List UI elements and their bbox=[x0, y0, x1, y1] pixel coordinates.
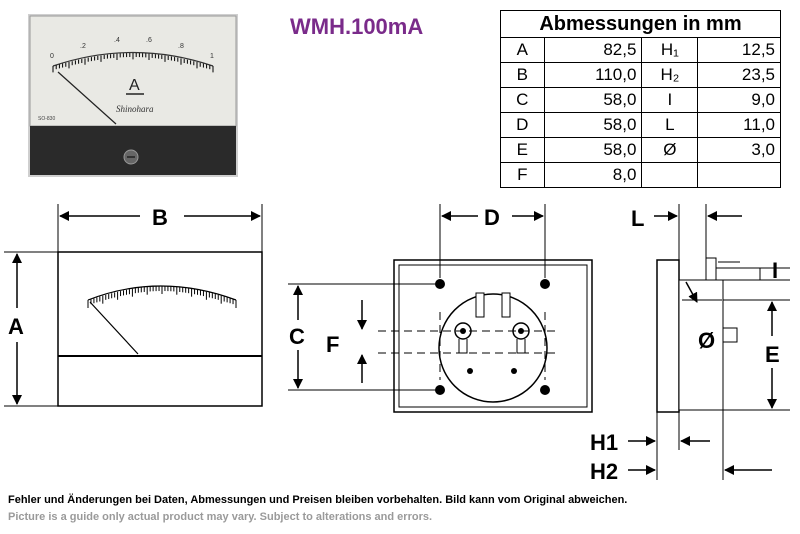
disclaimer-english: Picture is a guide only actual product m… bbox=[8, 511, 433, 523]
svg-text:.6: .6 bbox=[146, 37, 152, 44]
meter-photo: 0 .2 .4 .6 .8 1 A Shinohara SO-830 bbox=[28, 14, 238, 177]
meter-brand: Shinohara bbox=[116, 104, 154, 114]
svg-text:.2: .2 bbox=[80, 43, 86, 50]
label-L: L bbox=[631, 206, 644, 231]
label-diameter: Ø bbox=[698, 328, 715, 353]
side-view: L I Ø E H1 H2 bbox=[590, 204, 790, 484]
label-C: C bbox=[289, 324, 305, 349]
label-B: B bbox=[152, 205, 168, 230]
svg-text:.4: .4 bbox=[114, 37, 120, 44]
svg-text:.8: .8 bbox=[178, 43, 184, 50]
table-header: Abmessungen in mm bbox=[500, 10, 781, 38]
label-A: A bbox=[8, 314, 24, 339]
label-I: I bbox=[772, 258, 778, 283]
label-D: D bbox=[484, 205, 500, 230]
label-H1: H1 bbox=[590, 430, 618, 455]
label-F: F bbox=[326, 332, 339, 357]
front-view: B A bbox=[4, 204, 263, 407]
meter-model: SO-830 bbox=[38, 116, 55, 122]
meter-unit: A bbox=[129, 77, 140, 94]
product-title: WMH.100mA bbox=[290, 14, 424, 39]
rear-view: D C F bbox=[288, 204, 593, 413]
label-E: E bbox=[765, 342, 780, 367]
scale-ticks bbox=[52, 53, 214, 73]
label-H2: H2 bbox=[590, 459, 618, 484]
disclaimer-german: Fehler und Änderungen bei Daten, Abmessu… bbox=[8, 494, 628, 506]
svg-text:0: 0 bbox=[50, 53, 54, 60]
svg-text:1: 1 bbox=[210, 53, 214, 60]
